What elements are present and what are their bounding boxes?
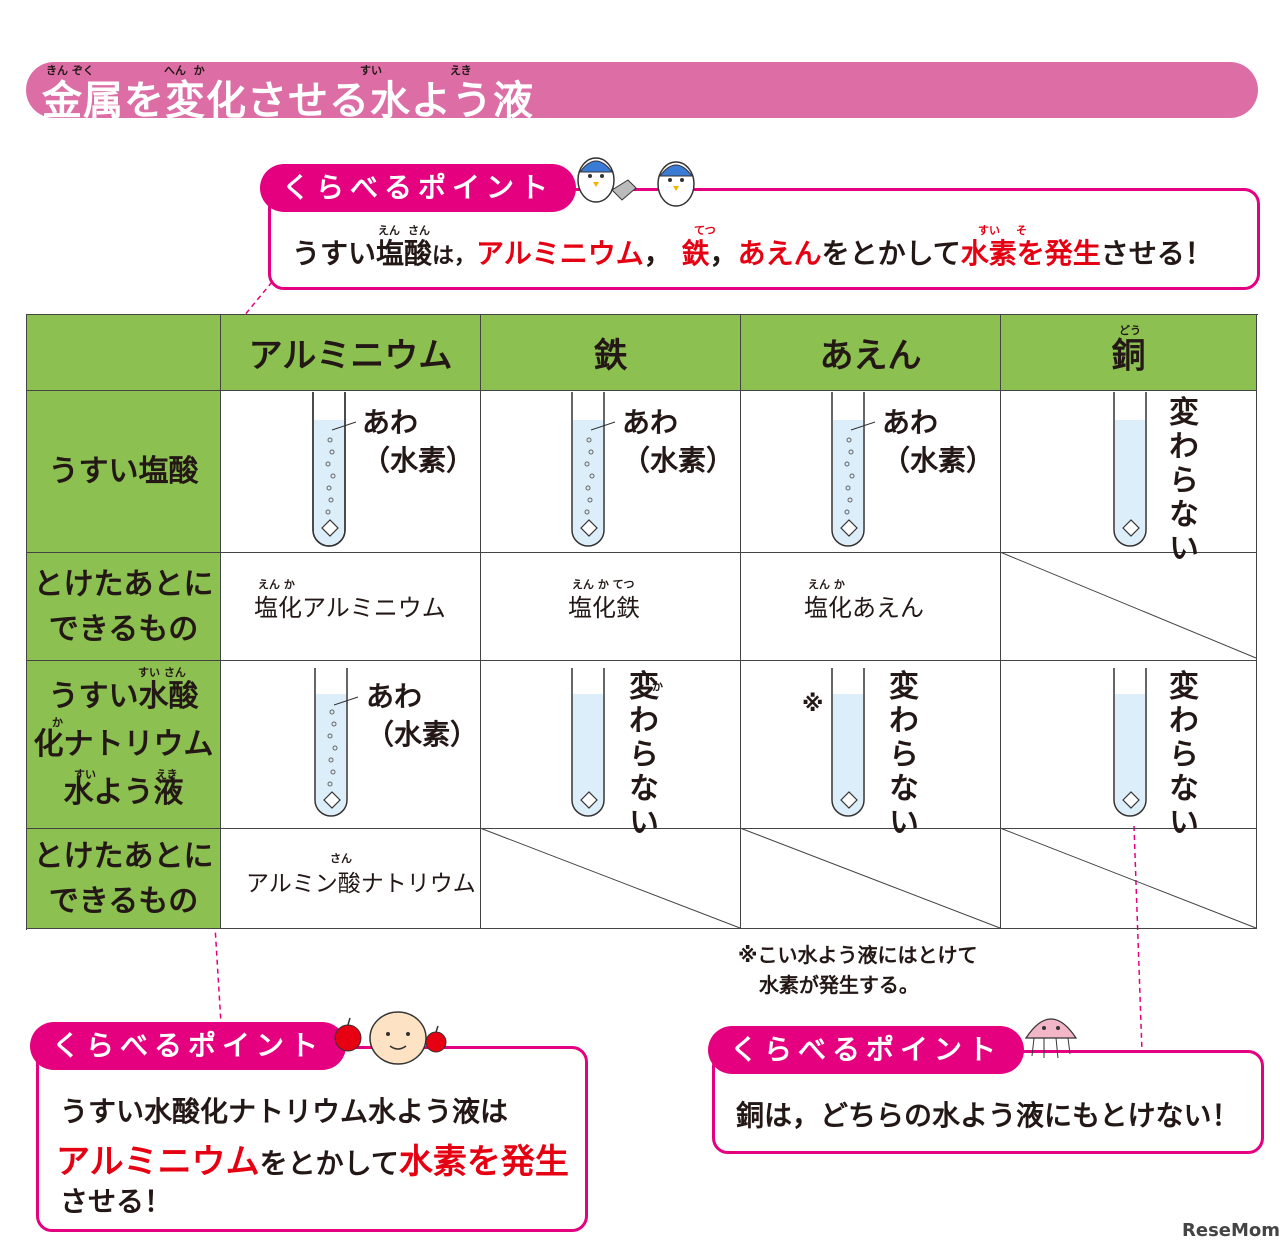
test-tube-hcl-iron <box>571 392 616 547</box>
obs-hcl-aluminum: あわ（水素） <box>362 406 475 477</box>
cell-product1-copper <box>1001 553 1257 661</box>
col-header-zinc: あえん <box>741 315 1001 391</box>
row-header-hcl: うすい塩酸 <box>27 391 221 553</box>
top-point-label: くらべるポイント <box>260 164 577 212</box>
ruby-ka: か <box>652 680 663 693</box>
test-tube-hcl-copper <box>1113 392 1147 547</box>
obs-naoh-iron: 変わらない <box>623 670 658 840</box>
bottom-left-point-label: くらべるポイント <box>30 1022 347 1070</box>
cell-hcl-zinc <box>741 391 1001 553</box>
cell-hcl-copper <box>1001 391 1257 553</box>
bottom-right-point-text: 銅は，どちらの水よう液にもとけない！ <box>736 1099 1240 1132</box>
ruby-product: えん か <box>808 578 845 591</box>
obs-naoh-aluminum: あわ（水素） <box>366 680 479 751</box>
title-ruby: きん ぞく <box>46 64 94 77</box>
row-header-product1: とけたあとにできるもの <box>27 553 221 661</box>
product-hcl-zinc: 塩化あえん <box>804 594 924 622</box>
bottom-left-point-line3: させる！ <box>60 1185 173 1218</box>
cell-product2-aluminum <box>221 829 481 929</box>
ruby-sui: すい <box>978 224 1000 237</box>
title-ruby: えき <box>450 64 472 77</box>
ruby-san: さん <box>408 224 430 237</box>
product-hcl-aluminum: 塩化アルミニウム <box>254 594 446 622</box>
ruby-naoh-sui: すい <box>74 768 96 781</box>
product-naoh-aluminum: アルミン酸ナトリウム <box>246 871 476 897</box>
child-with-apples-illustration <box>334 1011 447 1065</box>
title-ruby: すい <box>360 64 382 77</box>
cell-hcl-aluminum <box>221 391 481 553</box>
row-header-product2: とけたあとにできるもの <box>27 829 221 929</box>
cell-product1-aluminum <box>221 553 481 661</box>
comparison-table: アルミニウム 鉄 あえん 銅 うすい塩酸 とけたあとにできるもの うすい水酸化ナ… <box>26 314 1258 930</box>
cell-hcl-iron <box>481 391 741 553</box>
col-header-iron: 鉄 <box>481 315 741 391</box>
cell-product1-zinc <box>741 553 1001 661</box>
title-ruby: へん か <box>164 64 205 77</box>
ruby-tetsu: てつ <box>694 224 716 237</box>
cell-naoh-aluminum <box>221 661 481 829</box>
obs-hcl-iron: あわ（水素） <box>622 406 735 477</box>
test-tube-naoh-zinc <box>831 668 865 817</box>
cell-product2-zinc <box>741 829 1001 929</box>
bottom-left-point-line2: アルミニウムをとかして水素を発生 <box>56 1142 569 1182</box>
cell-naoh-iron <box>481 661 741 829</box>
cell-product1-iron <box>481 553 741 661</box>
footnote: ※こい水よう液にはとけて 水素が発生する。 <box>738 943 978 997</box>
ruby-naoh-eki: えき <box>156 768 178 781</box>
ruby-naoh: すい さん <box>138 666 186 679</box>
title-bar <box>26 62 1258 118</box>
page-title: 金属を変化させる水よう液 <box>42 78 534 124</box>
ruby-product: えん か <box>258 578 295 591</box>
product-hcl-iron: 塩化鉄 <box>568 594 640 622</box>
table-corner <box>27 315 221 391</box>
col-header-copper: 銅 <box>1001 315 1257 391</box>
bottom-left-point-line1: うすい水酸化ナトリウム水よう液は <box>60 1095 509 1128</box>
cell-product2-copper <box>1001 829 1257 929</box>
jellyfish-character-illustration <box>1024 1018 1078 1059</box>
bottom-right-point-label: くらべるポイント <box>708 1026 1025 1074</box>
penguin-characters-illustration <box>577 157 695 207</box>
obs-naoh-zinc: 変わらない <box>883 670 918 840</box>
ruby-en: えん <box>378 224 400 237</box>
row-header-naoh: うすい水酸化ナトリウム水よう液 <box>27 661 221 829</box>
test-tube-naoh-aluminum <box>314 668 359 817</box>
test-tube-naoh-iron <box>571 668 605 817</box>
test-tube-naoh-copper <box>1113 668 1147 817</box>
ruby-naoh-ka: か <box>52 716 63 729</box>
ruby-dou: どう <box>1119 324 1141 337</box>
cell-naoh-zinc <box>741 661 1001 829</box>
test-tube-hcl-aluminum <box>312 392 357 547</box>
obs-hcl-zinc: あわ（水素） <box>882 406 995 477</box>
top-point-text: うすい塩酸は，アルミニウム， 鉄，あえんをとかして水素を発生させる！ <box>292 237 1213 270</box>
ruby-product: えん か てつ <box>572 578 635 591</box>
cell-product2-iron <box>481 829 741 929</box>
watermark: ReseMom <box>1182 1220 1280 1241</box>
obs-naoh-copper: 変わらない <box>1163 670 1198 840</box>
obs-hcl-copper: 変わらない <box>1163 396 1198 566</box>
col-header-aluminum: アルミニウム <box>221 315 481 391</box>
test-tube-hcl-zinc <box>831 392 876 547</box>
ruby-san-product: さん <box>330 852 352 865</box>
cell-naoh-copper <box>1001 661 1257 829</box>
ruby-so: そ <box>1016 224 1027 237</box>
asterisk-mark: ※ <box>802 692 824 717</box>
